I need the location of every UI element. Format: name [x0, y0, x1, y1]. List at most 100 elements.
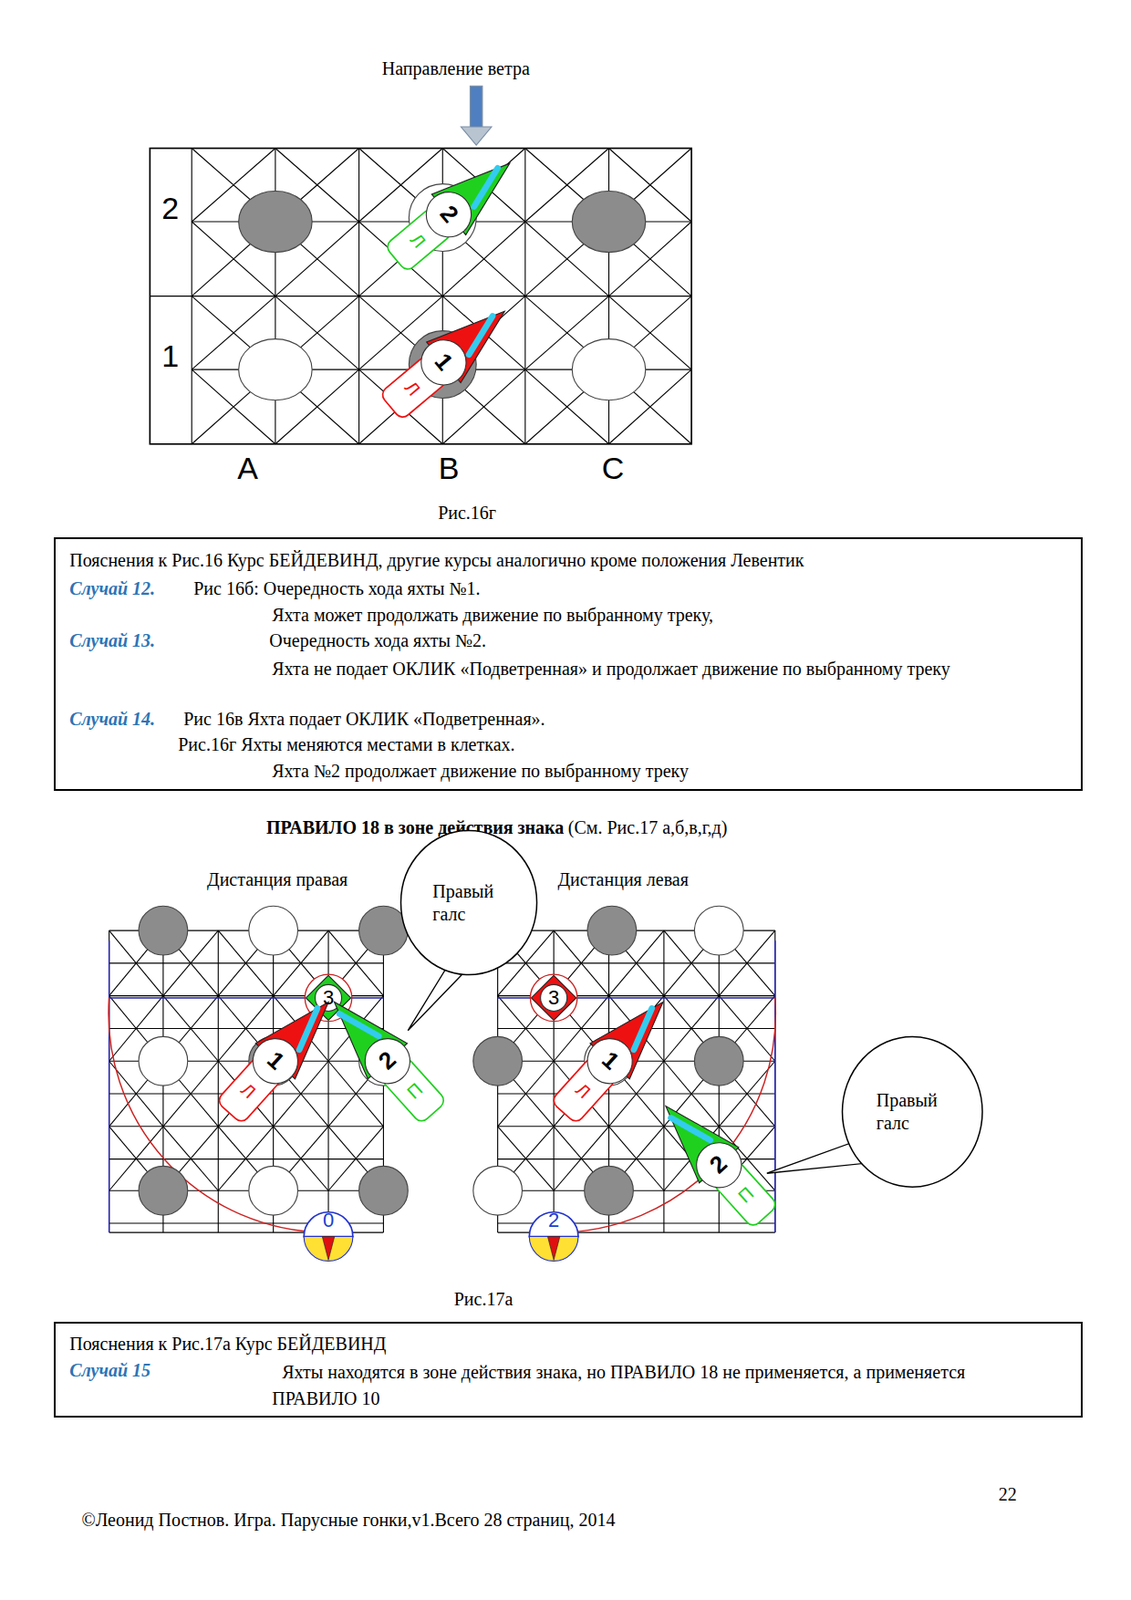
- mark-number: 0: [322, 1209, 334, 1233]
- explanation-text: Яхты находятся в зоне действия знака, но…: [271, 1359, 1038, 1412]
- explanation-text: Рис 16в Яхта подает ОКЛИК «Подветренная»…: [183, 707, 545, 730]
- cell-circle: [587, 905, 637, 955]
- grid-line: [217, 930, 219, 1233]
- board-17a: [473, 905, 777, 1233]
- yacht-bow: [426, 290, 522, 384]
- grid-line: [663, 930, 665, 1233]
- explanation-text: Яхта не подает ОКЛИК «Подветренная» и пр…: [271, 655, 961, 683]
- board-16g: [149, 148, 692, 445]
- cell-circle: [238, 190, 313, 252]
- cell-circle: [584, 1165, 634, 1215]
- figure-caption: Рис.16г: [437, 502, 497, 524]
- callout-text: Правый галс: [876, 1089, 950, 1135]
- cell-circle: [138, 905, 188, 955]
- callout-outline: [399, 829, 539, 976]
- section-heading-ref: (См. Рис.17 а,б,в,г,д): [568, 816, 728, 838]
- column-label: A: [237, 451, 259, 488]
- grid-line: [108, 930, 110, 1233]
- grid-line: [498, 1125, 776, 1127]
- yacht-sail: [622, 1007, 663, 1049]
- yacht: [208, 984, 348, 1131]
- case-heading: Случай 12.: [69, 577, 156, 600]
- mark-bottom: [529, 1236, 579, 1262]
- grid-line: [774, 930, 776, 1233]
- callout-bubble: Правый галс: [399, 829, 539, 976]
- explanation-text: Яхта №2 продолжает движение по выбранном…: [271, 759, 689, 782]
- yacht-sail: [289, 1007, 329, 1049]
- explanation-text: Очередность хода яхты №2.: [269, 629, 487, 652]
- mark-bottom: [303, 1236, 353, 1262]
- cell-circle: [249, 905, 299, 955]
- yacht-bow: [255, 984, 349, 1080]
- cell-circle: [359, 905, 409, 955]
- explanation-text: Пояснения к Рис.16 Курс БЕЙДЕВИНД, други…: [69, 549, 804, 571]
- board-frame: [149, 148, 692, 445]
- mark-ring: [529, 974, 577, 1021]
- callout-ellipse: [401, 830, 538, 976]
- callout-outline: [840, 1035, 985, 1189]
- yacht-sail: [671, 1108, 711, 1150]
- callout-ellipse: [842, 1036, 984, 1187]
- page-number: 22: [998, 1483, 1017, 1505]
- wind-arrow: [460, 85, 492, 146]
- mark-diamond-shape: [531, 975, 577, 1020]
- explanation-box: Пояснения к Рис.16 Курс БЕЙДЕВИНД, други…: [53, 537, 1083, 790]
- explanation-text: Яхта может продолжать движение по выбран…: [271, 603, 714, 626]
- yacht: [373, 290, 521, 427]
- cell-circle: [249, 1165, 299, 1215]
- mark-number: 3: [548, 985, 560, 1009]
- yacht: [314, 984, 454, 1131]
- cell-circle: [473, 1036, 523, 1086]
- footer: ©Леонид Постнов. Игра. Парусные гонки,v1…: [81, 1509, 615, 1531]
- cell-circle: [571, 190, 646, 252]
- callout-text: Правый галс: [432, 880, 506, 926]
- board-17a: [108, 905, 408, 1233]
- explanation-text: Рис 16б: Очередность хода яхты №1.: [193, 577, 480, 600]
- yacht: [645, 1088, 785, 1235]
- mark-center: [540, 984, 568, 1011]
- cell-circle: [694, 1036, 744, 1086]
- row-label: 1: [161, 339, 179, 375]
- yacht-sail: [339, 1004, 379, 1046]
- case-heading: Случай 13.: [69, 629, 156, 652]
- cell-circle: [571, 339, 646, 401]
- wind-arrow-head: [460, 126, 492, 146]
- explanation-box: Пояснения к Рис.17а Курс БЕЙДЕВИНД Случай…: [53, 1321, 1083, 1418]
- cell-circle: [238, 339, 313, 401]
- zone-arc: [558, 997, 777, 1233]
- explanation-text: Пояснения к Рис.17а Курс БЕЙДЕВИНД: [69, 1332, 386, 1355]
- wind-arrow-shaft: [469, 85, 482, 129]
- yacht: [378, 143, 527, 280]
- row-label: 2: [161, 191, 179, 228]
- mark-pointer: [547, 1236, 560, 1261]
- case-heading: Случай 14.: [69, 707, 156, 730]
- cell-circle: [473, 1165, 523, 1215]
- yacht-bow: [314, 984, 408, 1080]
- yacht-bow: [590, 984, 684, 1080]
- figure-caption: Рис.17а: [454, 1288, 514, 1310]
- explanation-text: Рис.16г Яхты меняются местами в клетках.: [177, 733, 515, 756]
- mark-pointer: [321, 1236, 334, 1261]
- mark-number: 2: [548, 1209, 560, 1233]
- cell-circle: [694, 905, 744, 955]
- yacht-bow: [645, 1088, 739, 1183]
- yacht-sail: [459, 315, 502, 354]
- yacht-sail: [465, 167, 508, 207]
- cell-circle: [138, 1036, 188, 1086]
- cell-circle: [359, 1165, 409, 1215]
- zone-line: [774, 940, 776, 1233]
- grid-line: [109, 1125, 384, 1127]
- grid-line: [149, 295, 692, 297]
- case-heading: Случай 15: [69, 1359, 151, 1381]
- yacht: [543, 984, 683, 1131]
- yacht-bow: [431, 143, 527, 236]
- callout-bubble: Правый галс: [840, 1035, 985, 1189]
- wind-label: Направление ветра: [382, 57, 530, 79]
- cell-circle: [138, 1165, 188, 1215]
- mark-diamond: [529, 974, 577, 1021]
- board-title: Дистанция правая: [207, 868, 348, 890]
- zone-line: [108, 940, 110, 1233]
- column-label: B: [438, 451, 460, 488]
- mark-number: 3: [322, 985, 334, 1009]
